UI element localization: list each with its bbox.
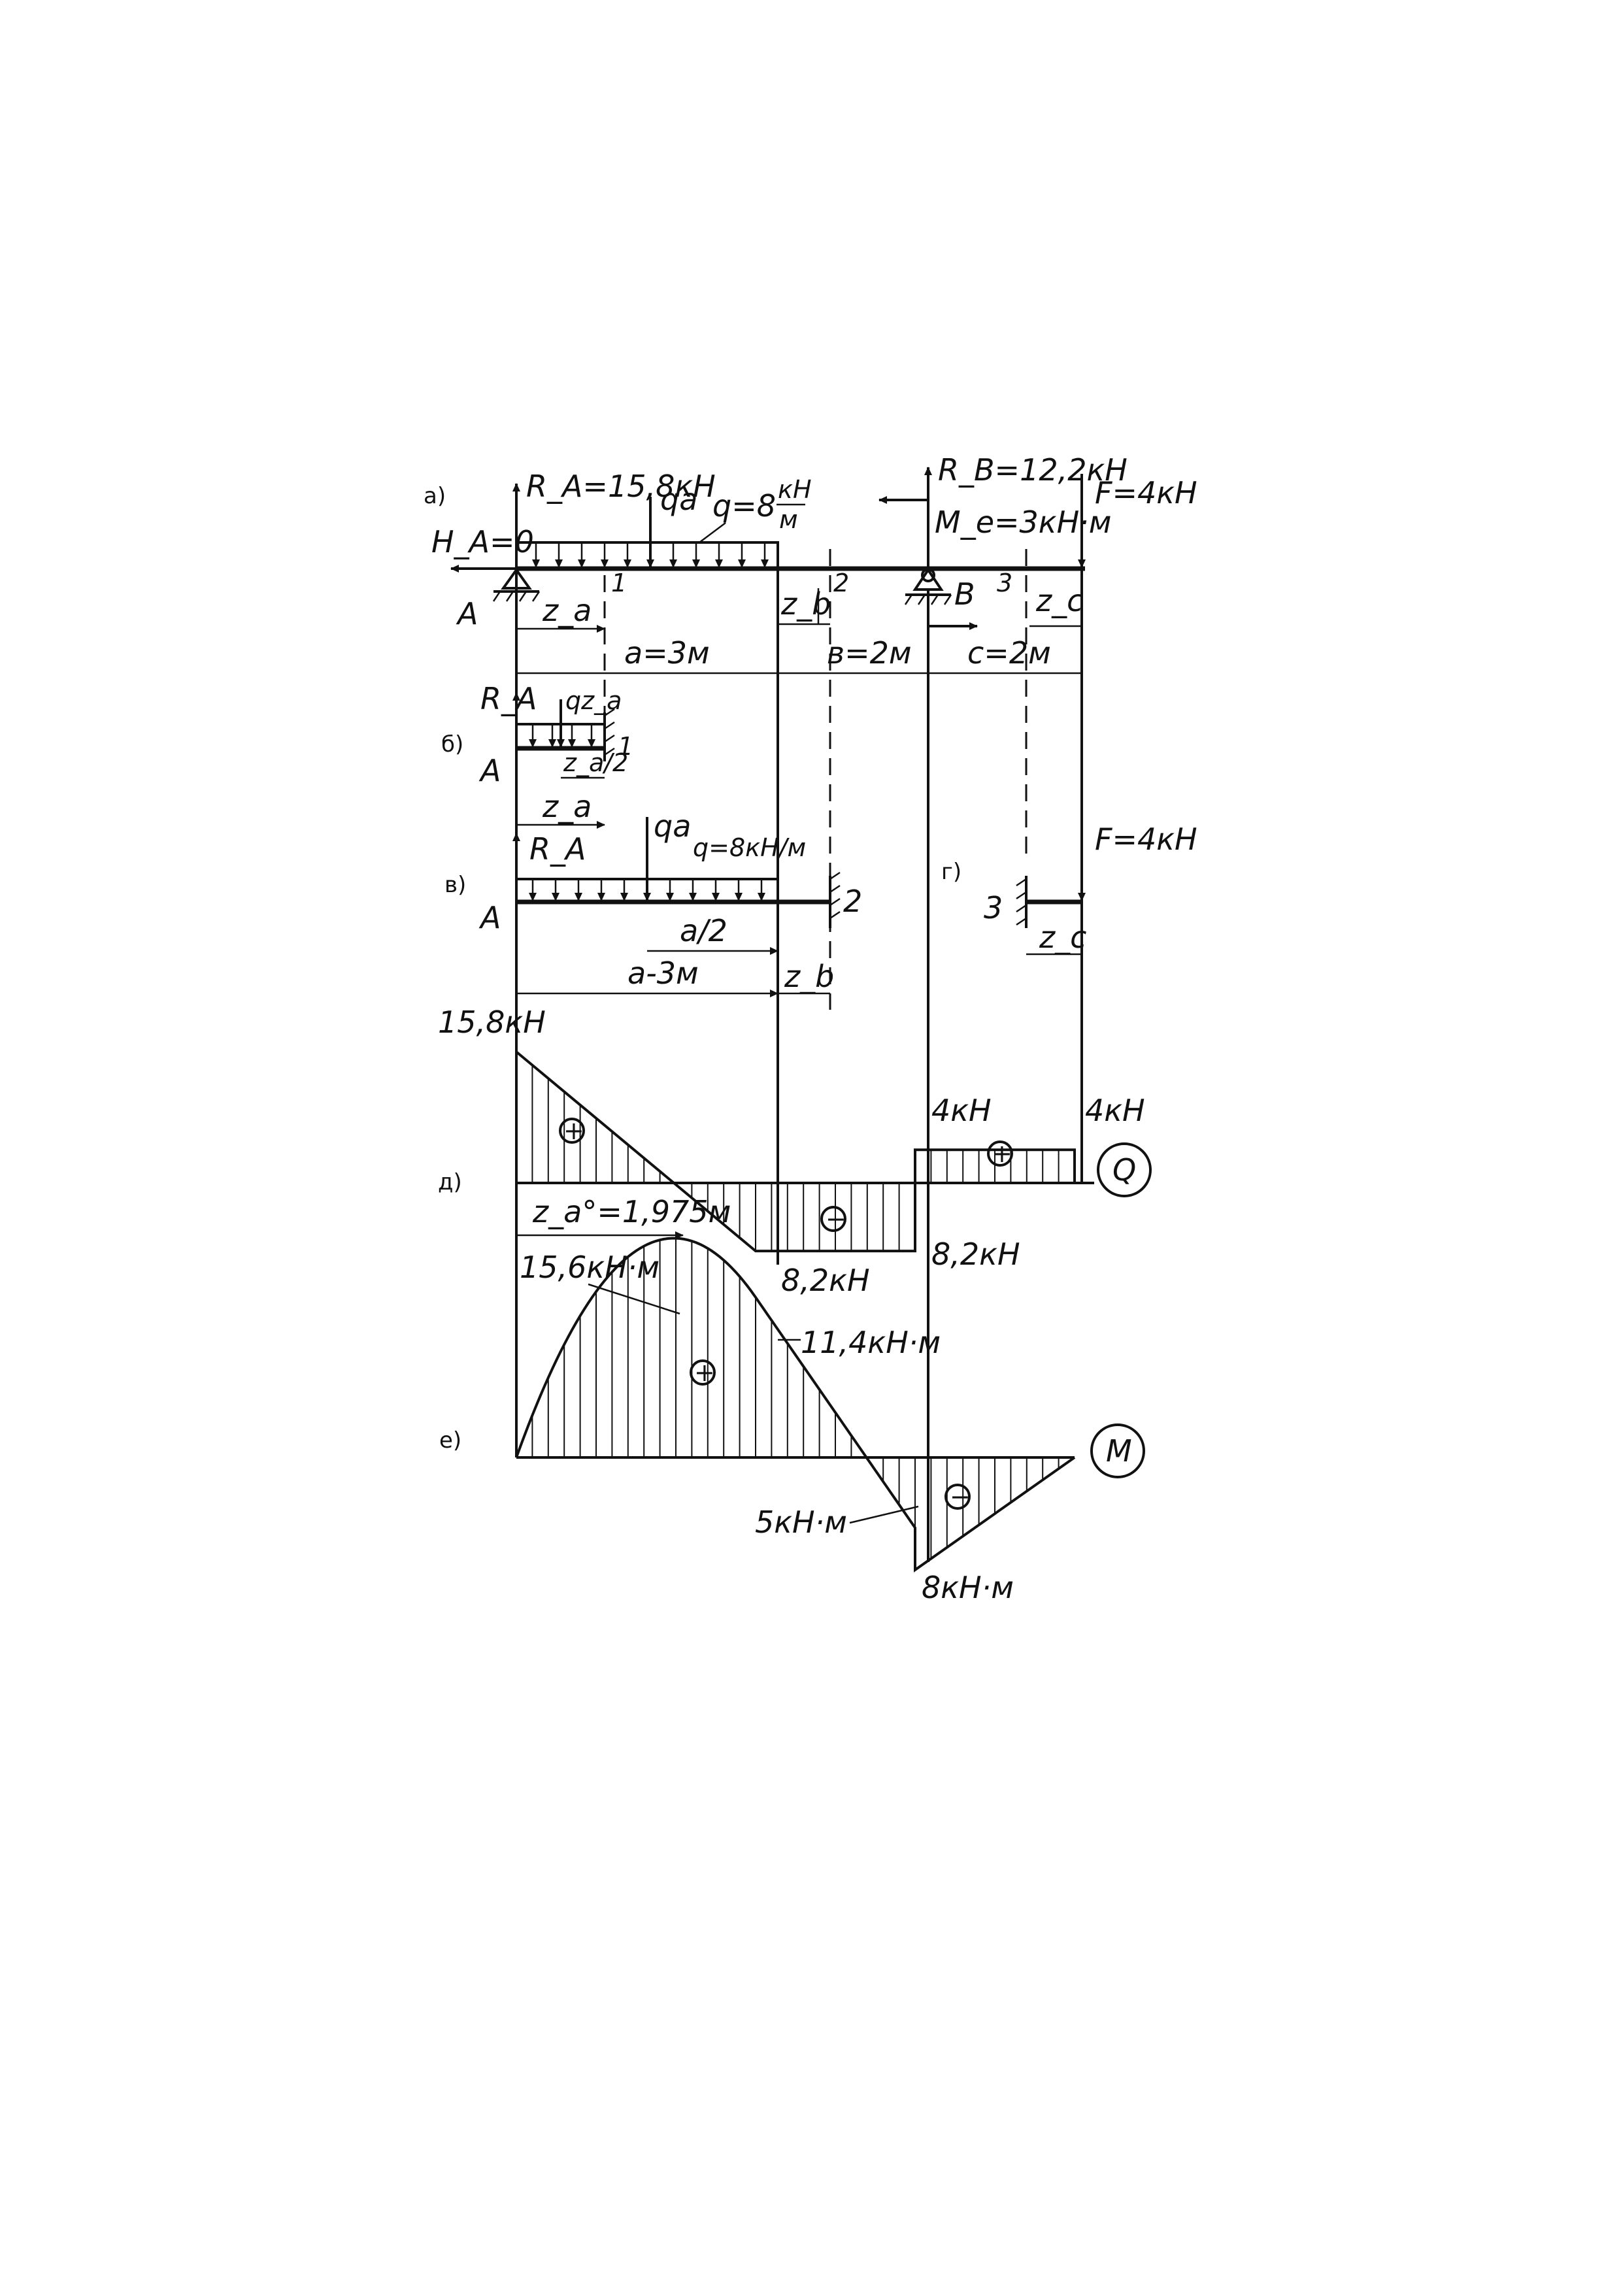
q-name-circle [1097,1142,1152,1197]
section-1-label: 1 [611,569,627,597]
m-5-value: 5кН·м [755,1505,847,1540]
q-right-value-1: 4кН [931,1093,992,1128]
q-minus-sign: − [826,1205,846,1233]
section-2-label: 2 [833,569,849,597]
moment-diagram [515,1237,1076,1572]
q-plus-circle-right [987,1140,1013,1167]
panel-label-g: г) [941,859,961,885]
zc-label: z_c [1035,583,1083,618]
fbd-b-cut-1 [603,708,615,761]
resultant-qa-label: qa [660,482,697,517]
span-a-label: a=3м [624,635,710,671]
fbd-v-load-arrows [529,880,765,901]
q-right-value-2: 4кН [1085,1093,1145,1128]
m-5-leader [849,1505,919,1524]
force-f-label: F=4кН [1095,475,1197,510]
m-at2-value: 11,4кН·м [801,1325,941,1360]
fbd-b-za-label: z_a [542,789,592,824]
m-min-value: 8кН·м [922,1570,1014,1605]
m-minus-circle [944,1484,971,1510]
span-c-label: c=2м [967,635,1051,671]
panel-label-v: в) [444,872,466,898]
m-name-circle [1090,1423,1145,1478]
reaction-ra-label: R_A=15,8кН [526,469,716,504]
fbd-b-section-1: 1 [618,732,633,761]
fbd-g-section-3: 3 [984,890,1003,925]
q-label: q=8 [712,488,776,524]
fbd-b-ra-label: R_A [480,681,537,716]
section-3-label: 3 [997,569,1012,597]
point-b-label: B [954,576,975,612]
za-label: z_a [542,593,592,628]
fbd-v-section-2: 2 [843,884,862,919]
fbd-b-a-label: A [478,753,501,788]
reaction-rb-label: R_B=12,2кН [938,452,1128,488]
span-b-label: в=2м [827,635,912,671]
q-neg-value-end: 8,2кН [931,1237,1020,1272]
panel-label-e: е) [439,1427,461,1454]
panel-label-a: а) [424,483,446,509]
m-max-leader [588,1283,680,1315]
fbd-b-za2-label: z_a/2 [563,748,628,777]
fbd-g-zc-label: z_c [1039,920,1086,955]
fbd-v-zb-label: z_b [784,959,834,994]
q-plus-sign-right: + [992,1139,1012,1168]
fbd-v-ra-label: R_A [529,831,586,867]
q-unit-denominator: м [779,505,798,534]
reaction-ha-label: H_A=0 [431,524,534,559]
q-leader [699,522,726,543]
m-plus-sign: + [694,1358,715,1387]
q-plus-circle [559,1118,585,1144]
fbd-v-qa-label: qa [654,808,691,844]
fbd-v-a3-label: a-3м [627,956,699,991]
fbd-v-a2-label: a/2 [680,913,727,948]
fbd-v-cut-2 [829,871,841,928]
q-neg-value-mid: 8,2кН [781,1263,870,1298]
fbd-v-q-label: q=8кН/м [693,833,806,862]
panel-label-d: д) [438,1169,462,1195]
fbd-g-f-label: F=4кН [1095,822,1197,857]
shear-diagram [515,1049,1094,1253]
fbd-g-cut-3 [1016,876,1028,928]
m-minus-sign: − [950,1482,971,1511]
q-minus-circle [820,1206,846,1232]
q-plus-sign: + [563,1116,584,1145]
q-zero-label: z_a°=1,975м [532,1194,731,1229]
m-outline [515,1237,1076,1572]
m-name: M [1106,1433,1132,1469]
fbd-v-a-label: A [478,900,501,935]
point-a-label: A [456,596,478,631]
q-name: Q [1112,1152,1136,1188]
distributed-load-arrows [532,544,769,568]
zb-label: z_b [780,586,831,622]
m-plus-circle [690,1359,716,1386]
panel-label-b: б) [441,731,463,757]
q-unit-numerator: кН [778,475,812,504]
q-left-value: 15,8кН [438,1005,546,1040]
m-max-value: 15,6кН·м [520,1250,660,1285]
distributed-load-block [515,541,779,570]
fbd-b-load-arrows [529,725,595,748]
moment-me-label: M_e=3кН·м [935,505,1112,540]
